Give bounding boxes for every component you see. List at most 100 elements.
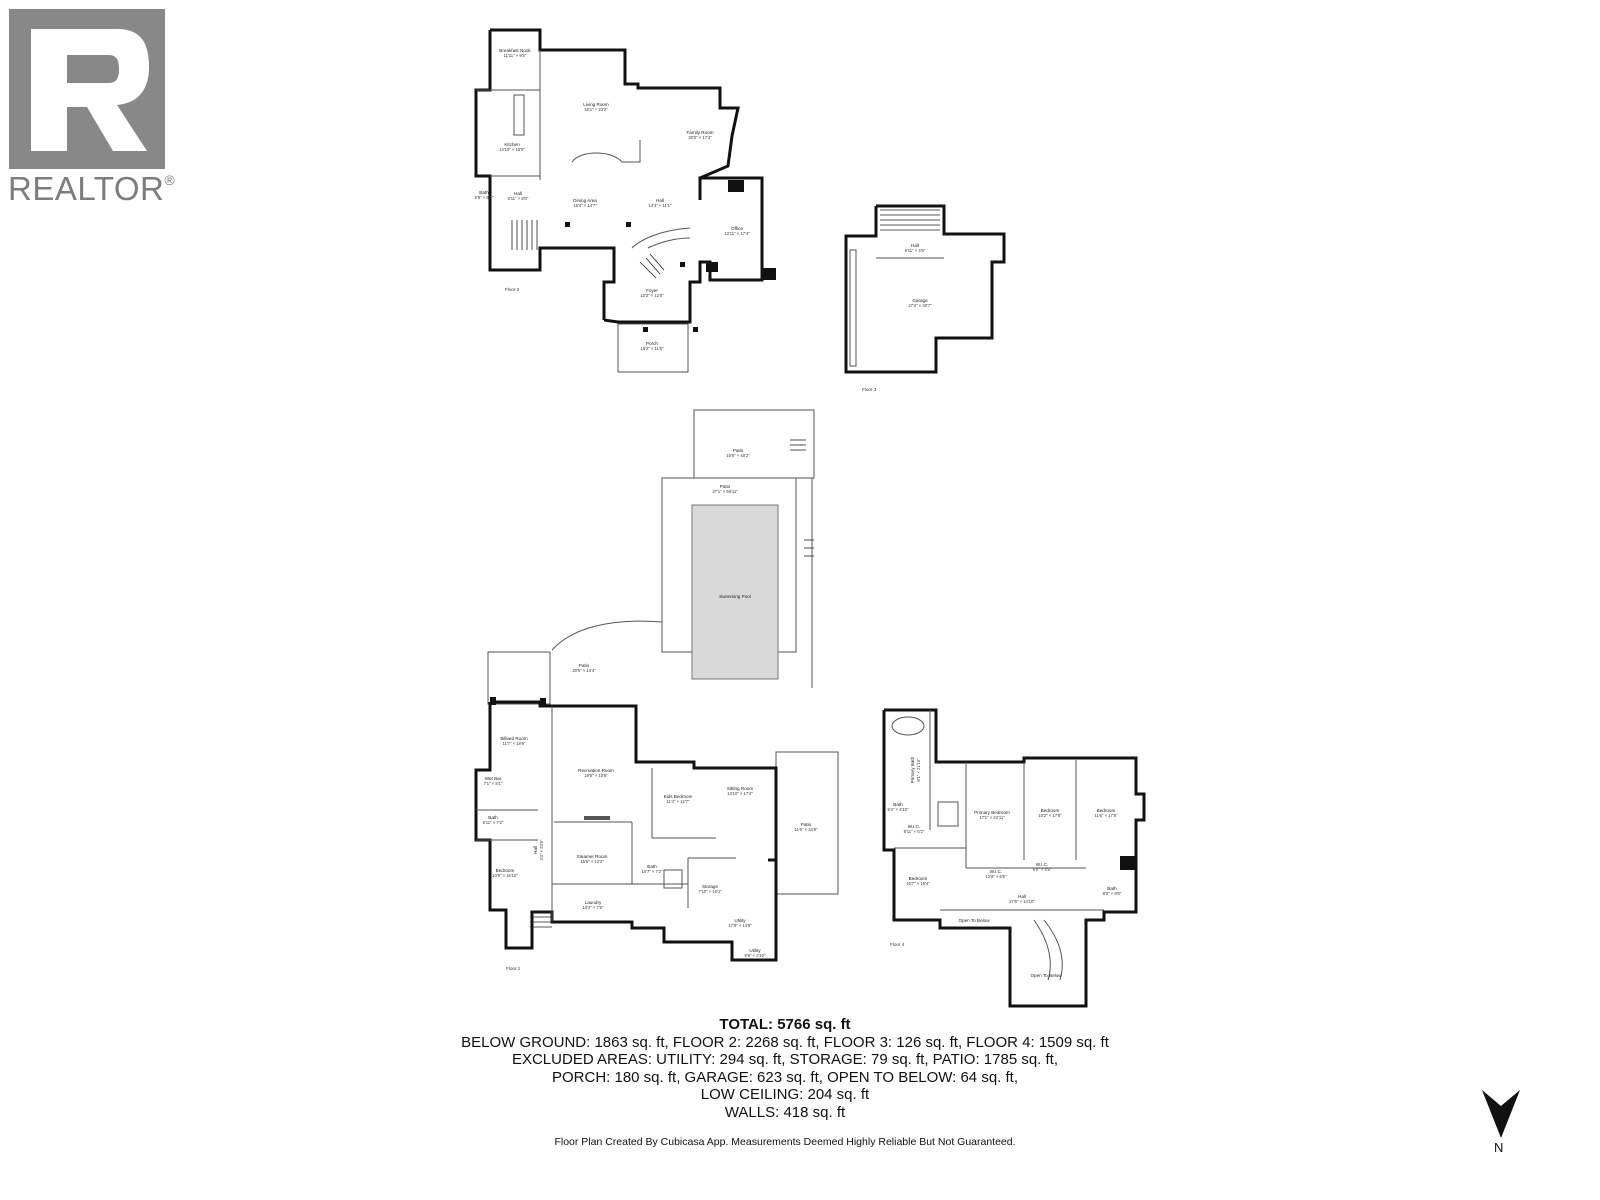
room-name: W.I.C. — [990, 869, 1003, 874]
room-dims: 17'9" × 14'5" — [728, 923, 752, 928]
room-name: Swimming Pool — [719, 594, 751, 599]
realtor-logo-icon — [9, 9, 165, 169]
room-dims: 13'3" × 11'1" — [648, 203, 672, 208]
floor-3-plan: Hall 6'11" × 4'5" Garage 27'4" × 20'7" F… — [844, 204, 1006, 392]
floor-label: Floor 4 — [890, 942, 905, 947]
room-name: Billiard Room — [500, 736, 527, 741]
room-name: Foyer — [646, 288, 658, 293]
room-dims: 10'9" × 16'10" — [492, 873, 518, 878]
room-name: Patio — [801, 822, 812, 827]
summary-line: BELOW GROUND: 1863 sq. ft, FLOOR 2: 2268… — [461, 1033, 1109, 1051]
room-name: Steamer Room — [577, 854, 608, 859]
room-dims: 27'6" × 14'10" — [1009, 899, 1035, 904]
room-name: Patio — [733, 448, 744, 453]
summary-line: WALLS: 418 sq. ft — [724, 1103, 846, 1121]
room-dims: 14'10" × 15'0" — [499, 147, 525, 152]
room-name: W.I.C. — [908, 824, 921, 829]
summary-line: PORCH: 180 sq. ft, GARAGE: 623 sq. ft, O… — [551, 1068, 1018, 1086]
room-dims: 7'10" × 10'1" — [698, 889, 722, 894]
room-dims: 5'0" × 4'5" — [1033, 867, 1052, 872]
room-name: Open To Below — [958, 918, 990, 923]
room-dims: 13'10" × 17'4" — [727, 791, 753, 796]
summary-line: LOW CEILING: 204 sq. ft — [700, 1086, 870, 1103]
room-name: Laundry — [585, 900, 602, 905]
room-name: Wet Bar — [485, 776, 502, 781]
room-name: Dining Area — [573, 198, 597, 203]
room-name: Bath — [488, 815, 498, 820]
room-dims: 5'9" × 8'0" — [475, 195, 494, 200]
room-name: Office — [731, 226, 743, 231]
room-name: Primary Bedroom — [974, 810, 1010, 815]
room-dims: 8'1" × 21'10" — [916, 758, 921, 782]
north-arrow-icon — [1482, 1090, 1520, 1138]
room-name: Hall — [911, 243, 919, 248]
room-dims: 10'2" × 17'8" — [1038, 813, 1062, 818]
room-name: Sitting Room — [727, 786, 753, 791]
room-dims: 6'11" × 8'0" — [508, 196, 529, 201]
room-dims: 13'3" × 12'8" — [640, 293, 664, 298]
room-dims: 6'11" × 4'5" — [905, 248, 926, 253]
room-dims: 11'6" × 17'8" — [1094, 813, 1118, 818]
room-dims: 10'7" × 7'2" — [642, 869, 664, 874]
room-dims: 8'3" × 8'6" — [1103, 891, 1122, 896]
room-name: Garage — [912, 298, 928, 303]
total-area: TOTAL: 5766 sq. ft — [719, 1016, 851, 1033]
room-dims: 17'1" × 22'11" — [979, 815, 1005, 820]
room-dims: 16'2" × 11'8" — [640, 346, 664, 351]
room-name: Porch — [646, 341, 658, 346]
room-dims: 16'4" × 14'7" — [573, 203, 597, 208]
room-dims: 11'4" × 12'7" — [666, 799, 690, 804]
room-dims: 8'9" × 2'10" — [745, 953, 767, 958]
north-label: N — [1494, 1140, 1504, 1155]
floor-1-stairs-icon — [530, 439, 814, 928]
room-dims: 6'11" × 7'2" — [483, 820, 504, 825]
summary-line: EXCLUDED AREAS: UTILITY: 294 sq. ft, STO… — [511, 1051, 1059, 1068]
room-name: Bedroom — [909, 876, 928, 881]
room-dims: 15'8" × 40'2" — [726, 453, 750, 458]
room-name: Living Room — [583, 102, 609, 107]
area-summary: TOTAL: 5766 sq. ft BELOW GROUND: 1863 sq… — [400, 1016, 1170, 1121]
room-dims: 27'1" × 56'11" — [712, 489, 738, 494]
floor-2-plan: Breakfast Nook 11'11" × 9'2" Living Room… — [474, 28, 776, 373]
room-name: Bath — [893, 802, 903, 807]
room-dims: 20'5" × 14'4" — [572, 668, 596, 673]
room-name: Storage — [702, 884, 719, 889]
room-dims: 11'6" × 24'8" — [794, 827, 818, 832]
room-name: Kitchen — [504, 142, 520, 147]
room-name: Utility — [749, 948, 761, 953]
room-name: Bedroom — [1041, 808, 1060, 813]
room-name: Breakfast Nook — [499, 48, 531, 53]
room-name: Hall — [1018, 894, 1026, 899]
room-name: Patio — [720, 484, 731, 489]
room-dims: 10'2" × 7'5" — [583, 905, 605, 910]
room-dims: 20'0" × 17'4" — [688, 135, 712, 140]
floor-2-stairs-icon — [511, 220, 665, 279]
room-dims: 27'4" × 20'7" — [908, 303, 932, 308]
room-name: Recreation Room — [578, 768, 614, 773]
room-dims: 11'11" × 9'2" — [504, 53, 527, 58]
room-dims: 11'7" × 19'9" — [502, 741, 526, 746]
room-name: Patio — [579, 663, 590, 668]
room-name: Bath — [647, 864, 657, 869]
room-name: Family Room — [686, 130, 713, 135]
room-dims: 13'11" × 17'4" — [724, 231, 750, 236]
room-dims: 19'5" × 10'6" — [584, 773, 608, 778]
room-name: Bedroom — [1097, 808, 1116, 813]
realtor-wordmark: REALTOR® — [8, 170, 176, 207]
room-name: Bath — [479, 190, 489, 195]
disclaimer-text: Floor Plan Created By Cubicasa App. Meas… — [554, 1136, 1016, 1148]
room-name: Hall — [533, 846, 538, 854]
room-dims: 19'1" × 23'2" — [584, 107, 608, 112]
room-name: Bedroom — [496, 868, 515, 873]
floor-label: Floor 1 — [506, 966, 521, 971]
room-name: Open To Below — [1030, 973, 1062, 978]
room-dims: 8'11" × 6'2" — [904, 829, 925, 834]
room-name: Utility — [734, 918, 746, 923]
floor-label: Floor 3 — [862, 387, 877, 392]
room-dims: 7'1" × 8'1" — [484, 781, 503, 786]
room-dims: 12'8" × 6'5" — [986, 874, 1008, 879]
room-dims: 15'6" × 12'2" — [580, 859, 604, 864]
room-dims: 4'4" × 23'5" — [539, 839, 544, 861]
room-name: Bath — [1107, 886, 1117, 891]
